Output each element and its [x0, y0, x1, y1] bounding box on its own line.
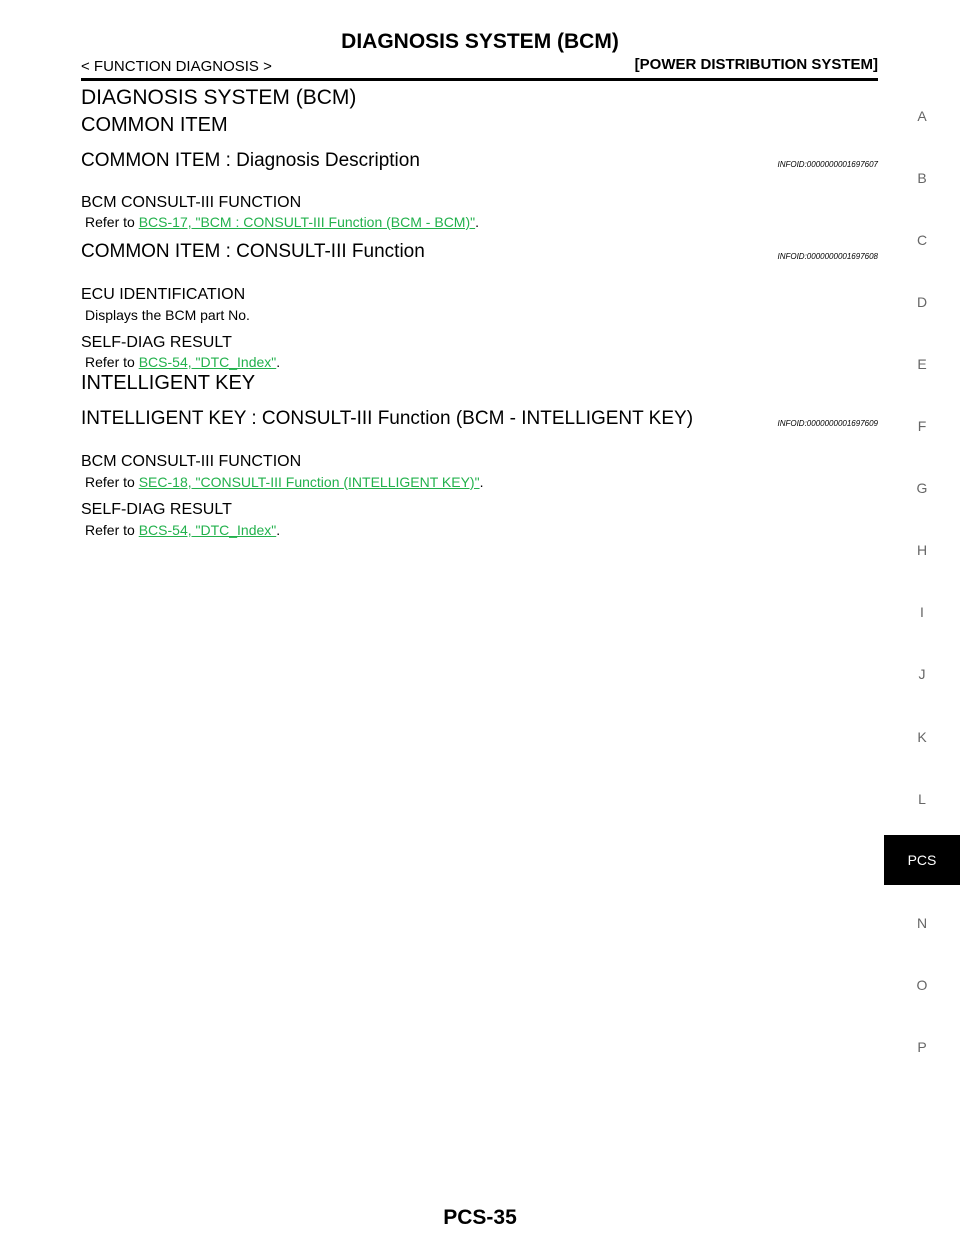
section-tab-i[interactable]: I — [920, 604, 924, 620]
section-tab-g[interactable]: G — [916, 480, 928, 496]
system-label: [POWER DISTRIBUTION SYSTEM] — [634, 56, 878, 73]
consult-function-heading: COMMON ITEM : CONSULT-III Function — [81, 241, 425, 262]
section-tab-h[interactable]: H — [916, 542, 928, 558]
ikey-consult-heading: INTELLIGENT KEY : CONSULT-III Function (… — [81, 408, 694, 429]
section-tab-a[interactable]: A — [917, 108, 927, 124]
refer-line-1: Refer to BCS-17, "BCM : CONSULT-III Func… — [85, 213, 479, 231]
link-sec-18[interactable]: SEC-18, "CONSULT-III Function (INTELLIGE… — [138, 474, 480, 490]
breadcrumb: < FUNCTION DIAGNOSIS > — [81, 58, 272, 75]
section-tab-e[interactable]: E — [917, 356, 927, 372]
ecu-text: Displays the BCM part No. — [85, 307, 250, 323]
self-diag-heading-2: SELF-DIAG RESULT — [81, 501, 232, 518]
page-number: PCS-35 — [443, 1206, 517, 1229]
page-header-title: DIAGNOSIS SYSTEM (BCM) — [341, 30, 619, 53]
section-tab-pcs-active[interactable]: PCS — [884, 835, 960, 885]
section-tab-j[interactable]: J — [918, 666, 926, 682]
diag-description-heading: COMMON ITEM : Diagnosis Description — [81, 150, 420, 171]
refer-text: Refer to — [85, 214, 139, 230]
section-tab-c[interactable]: C — [916, 232, 928, 248]
common-item-heading: COMMON ITEM — [81, 114, 228, 136]
infoid-ikey: INFOID:0000000001697609 — [777, 419, 878, 428]
section-tab-n[interactable]: N — [916, 915, 928, 931]
section-tab-p[interactable]: P — [917, 1039, 927, 1055]
refer-text: Refer to — [85, 354, 139, 370]
period: . — [479, 474, 484, 490]
header-divider — [81, 78, 878, 81]
period: . — [276, 354, 281, 370]
refer-line-3: Refer to SEC-18, "CONSULT-III Function (… — [85, 473, 483, 491]
section-tab-f[interactable]: F — [917, 418, 927, 434]
self-diag-heading-1: SELF-DIAG RESULT — [81, 334, 232, 351]
refer-line-2: Refer to BCS-54, "DTC_Index". — [85, 353, 280, 371]
section-tab-b[interactable]: B — [917, 170, 927, 186]
section-tab-l[interactable]: L — [918, 791, 926, 807]
link-bcs-54-2[interactable]: BCS-54, "DTC_Index" — [138, 522, 277, 538]
refer-text: Refer to — [85, 522, 139, 538]
ikey-bcm-consult-heading: BCM CONSULT-III FUNCTION — [81, 453, 302, 470]
section-tab-k[interactable]: K — [917, 729, 927, 745]
refer-text: Refer to — [85, 474, 139, 490]
infoid-consult: INFOID:0000000001697608 — [777, 252, 878, 261]
link-bcs-17[interactable]: BCS-17, "BCM : CONSULT-III Function (BCM… — [138, 214, 476, 230]
ecu-identification-heading: ECU IDENTIFICATION — [81, 286, 246, 303]
section-tab-d[interactable]: D — [916, 294, 928, 310]
period: . — [276, 522, 281, 538]
link-bcs-54[interactable]: BCS-54, "DTC_Index" — [138, 354, 277, 370]
refer-line-4: Refer to BCS-54, "DTC_Index". — [85, 521, 280, 539]
section-title: DIAGNOSIS SYSTEM (BCM) — [81, 86, 357, 109]
intelligent-key-heading: INTELLIGENT KEY — [81, 372, 256, 394]
period: . — [475, 214, 479, 230]
infoid-diag: INFOID:0000000001697607 — [777, 160, 878, 169]
bcm-consult-heading: BCM CONSULT-III FUNCTION — [81, 194, 302, 211]
section-tab-o[interactable]: O — [916, 977, 928, 993]
